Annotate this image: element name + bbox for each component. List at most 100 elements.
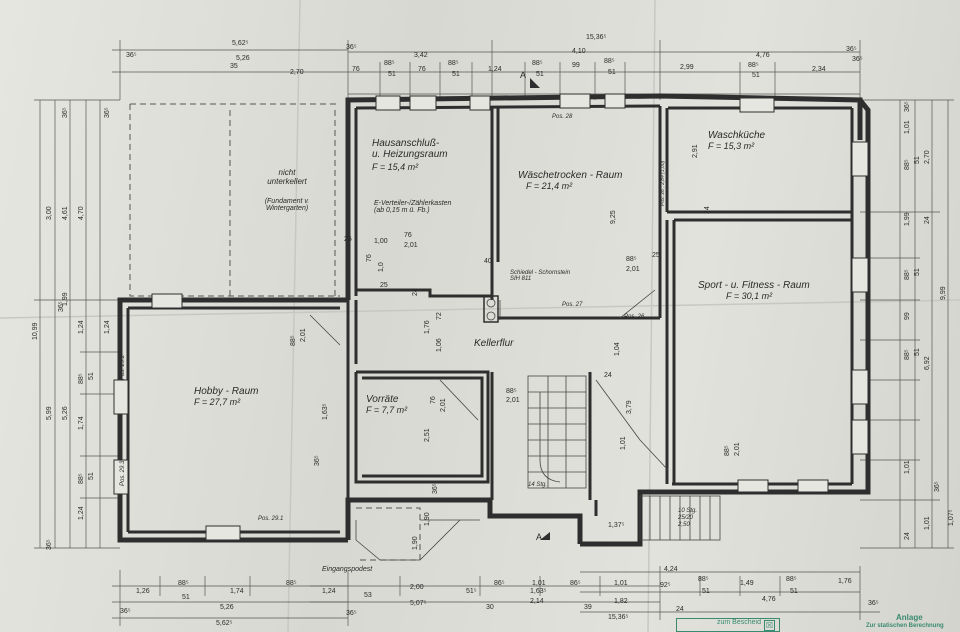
section-marker-a-top: A [520, 70, 527, 80]
note-stufen-outside: 10 Stg. 25/20 2,50 [678, 508, 697, 529]
note-text: SIH 811 [510, 276, 532, 282]
dim-label: 36⁵ [904, 101, 911, 112]
note-verteiler: E-Verteiler-/Zählerkasten (ab 0,15 m ü. … [374, 200, 451, 214]
room-area: F = 7,7 m² [366, 405, 408, 415]
room-label-waschkueche: Waschküche F = 15,3 m² [708, 130, 828, 151]
dim-label: 51⁵ [466, 588, 477, 595]
dim-label: 2,91 [692, 144, 699, 158]
dim-label: 36⁵ [62, 107, 69, 118]
dim-label: 10,99 [32, 322, 39, 340]
room-area: F = 27,7 m² [194, 397, 241, 407]
paper-fold [0, 299, 960, 319]
dim-label: 88⁵ [748, 62, 759, 69]
dim-label: 4,24 [664, 566, 678, 573]
dim-label: 2,01 [300, 328, 307, 342]
stamp-subtitle: Zur statischen Berechnung [866, 623, 944, 629]
dim-label: 1,06 [436, 338, 443, 352]
dim-label: 1,01 [904, 460, 911, 474]
dim-label: 3,42 [414, 52, 428, 59]
dim-label: 1,82 [614, 598, 628, 605]
dim-label: 2,01 [440, 398, 447, 412]
dim-label: 88⁵ [604, 58, 615, 65]
room-name: u. Heizungsraum [372, 149, 448, 160]
dim-label: 9,99 [940, 286, 947, 300]
dim-label: 51 [608, 69, 616, 76]
dim-label: 5,62⁵ [216, 620, 233, 627]
dim-label: 86⁵ [570, 580, 581, 587]
room-area: F = 15,4 m² [372, 162, 419, 172]
dim-label: 1,76 [424, 320, 431, 334]
unexcavated-label: nicht unterkellert (Fundament v. Winterg… [242, 168, 332, 212]
dim-label: 2,14 [530, 598, 544, 605]
dim-label: 2,34 [812, 66, 826, 73]
dim-label: 76 [404, 232, 412, 239]
room-label-hausanschluss: Hausanschluß- u. Heizungsraum F = 15,4 m… [372, 138, 492, 172]
dim-label: 36⁵ [120, 608, 131, 615]
dim-label: 1,01 [532, 580, 546, 587]
dim-label: 24 [904, 532, 911, 540]
dim-label: 4,76 [762, 596, 776, 603]
dim-label: 51 [914, 348, 921, 356]
pos-29-1-label: Pos. 29.1 [258, 516, 284, 522]
dim-label: 1,90 [424, 512, 431, 526]
dim-label: 88⁵ [904, 269, 911, 280]
dim-label: 5,62⁵ [232, 40, 249, 47]
room-name: Sport - u. Fitness - Raum [698, 280, 810, 291]
dim-label: 76 [352, 66, 360, 73]
stamp-title: Anlage [896, 613, 923, 622]
dim-label: 88⁵ [286, 580, 297, 587]
note-text: (Fundament v. [264, 198, 310, 205]
dim-label: 88⁵ [78, 373, 85, 384]
dim-label: 2,99 [680, 64, 694, 71]
dim-label: 88⁵ [532, 60, 543, 67]
stamp-box: zum Bescheid ☒ [676, 618, 780, 632]
dim-label: 25 [380, 282, 388, 289]
bottom-dimension-lines [112, 566, 880, 626]
dim-label: 51 [790, 588, 798, 595]
section-markers [530, 78, 550, 540]
dim-label: 51 [88, 472, 95, 480]
dim-label: 1,07⁵ [948, 509, 955, 526]
dim-label: 51 [914, 156, 921, 164]
dim-label: 88⁵ [698, 576, 709, 583]
note-text: 25/20 [678, 515, 694, 521]
note-schornstein: Schiedel - Schornstein SIH 811 [510, 270, 570, 282]
dim-label: 51 [702, 588, 710, 595]
dim-label: 99 [572, 62, 580, 69]
note-text: nicht [278, 168, 296, 177]
windows [113, 93, 869, 541]
dim-label: 5,07⁵ [410, 600, 427, 607]
room-label-waesche: Wäschetrocken - Raum F = 21,4 m² [518, 170, 658, 191]
dim-label: 1,63⁵ [322, 403, 329, 420]
dim-label: 36⁵ [934, 481, 941, 492]
top-dimension-lines [112, 40, 861, 100]
dim-label: 40 [484, 258, 492, 265]
dim-label: 1,01 [924, 516, 931, 530]
dim-label: 39 [584, 604, 592, 611]
room-area: F = 21,4 m² [526, 181, 573, 191]
dim-label: 30 [486, 604, 494, 611]
room-area: F = 30,1 m² [726, 291, 773, 301]
pos-27-label: Pos. 27 [562, 302, 583, 308]
dim-label: 88⁵ [786, 576, 797, 583]
dim-label: 92⁵ [660, 582, 671, 589]
dim-label: 15,36⁵ [586, 34, 607, 41]
section-marker-a-bottom: A [536, 532, 543, 542]
staircase [527, 375, 721, 541]
room-label-vorraete: Vorräte F = 7,7 m² [366, 394, 446, 415]
dim-label: 24 [604, 372, 612, 379]
dim-label: 88⁵ [904, 349, 911, 360]
dim-label: 4,61 [62, 206, 69, 220]
dim-label: 1,49 [740, 580, 754, 587]
dim-label: 86⁵ [494, 580, 505, 587]
door-swings [309, 289, 669, 471]
approval-stamp: zum Bescheid ☒ Anlage Zur statischen Ber… [676, 612, 960, 632]
dim-label: 51 [752, 72, 760, 79]
stamp-box-label: zum Bescheid [717, 619, 761, 626]
dim-label: 3,00 [46, 206, 53, 220]
dim-label: 51 [182, 594, 190, 601]
dim-label: 1,01 [620, 436, 627, 450]
room-name: Wäschetrocken - Raum [518, 170, 623, 181]
dim-label: 88⁵ [724, 445, 731, 456]
